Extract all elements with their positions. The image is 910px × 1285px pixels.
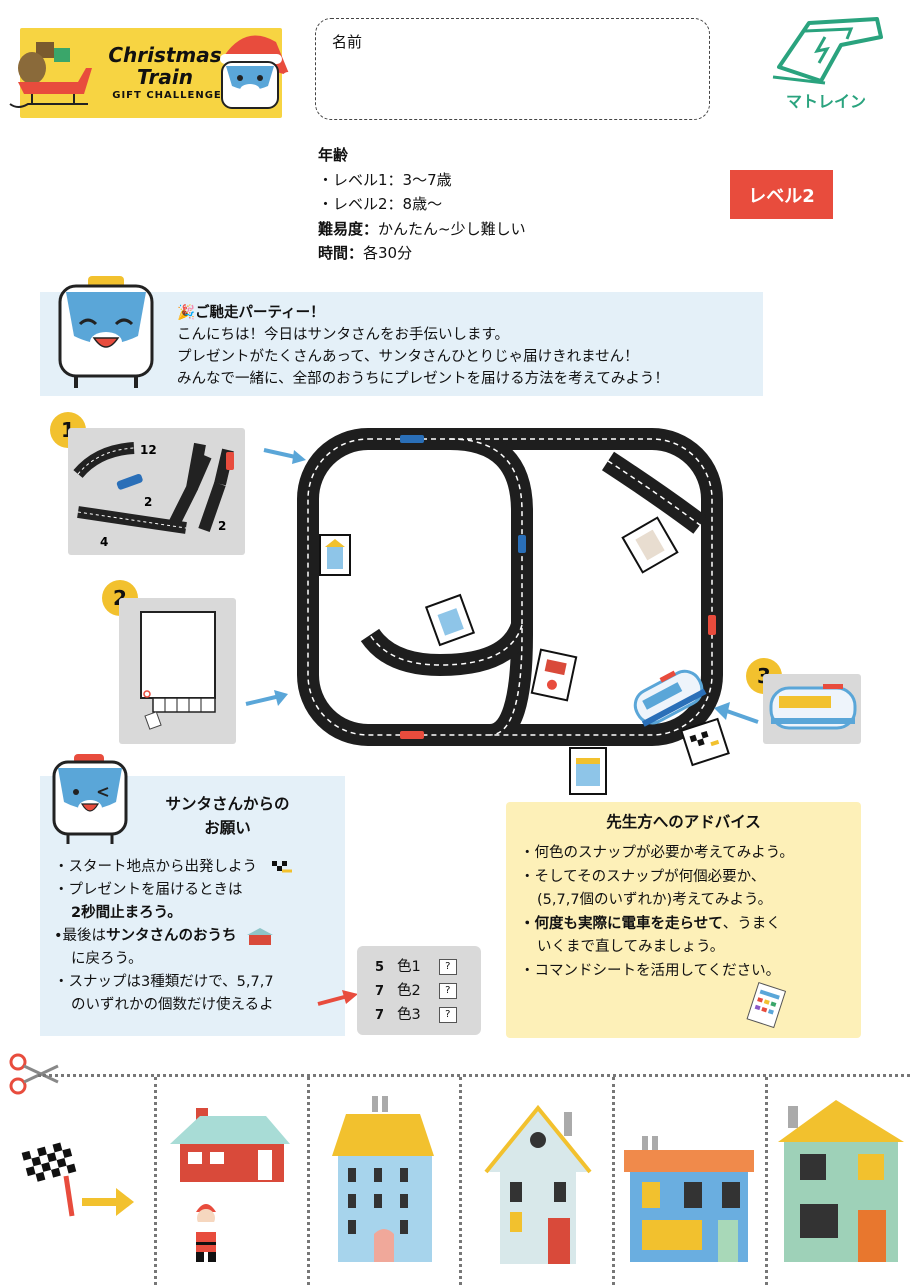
difficulty-value: かんたん~少し難しい — [378, 219, 526, 238]
rule-item-bold: サンタさんのおうち — [106, 928, 237, 944]
track-map — [297, 428, 723, 746]
brand-name: マトレイン — [785, 92, 866, 111]
rule-item: に戻ろう。 — [71, 951, 143, 967]
santa-box-title: サンタさんからの — [165, 795, 290, 813]
teacher-advice-panel: 先生方へのアドバイス ・何色のスナップが必要か考えてみよう。 ・そしてそのスナッ… — [506, 802, 861, 1038]
santa-house-icon — [170, 1108, 290, 1262]
track-parts-panel: 12 2 4 2 — [68, 428, 245, 555]
rule-item: •最後は — [54, 928, 107, 944]
advice-item: ・そしてそのスナップが何個必要か、 — [520, 868, 766, 885]
rule-item: 2秒間止まろう。 — [71, 905, 182, 921]
rule-item: ・スタート地点から出発しよう — [54, 859, 257, 875]
gray-house-icon — [484, 1104, 592, 1264]
intro-panel: 🎉ご馳走パーティー！ こんにちは！今日はサンタさんをお手伝いします。 プレゼント… — [40, 276, 763, 396]
intro-line: こんにちは！今日はサンタさんをお手伝いします。 — [177, 327, 510, 343]
name-label: 名前 — [332, 33, 363, 51]
time-value: 各30分 — [363, 244, 413, 262]
info-block: 年齢 ・レベル1：3〜7歳 ・レベル2：8歳〜 難易度：かんたん~少し難しい 時… — [318, 143, 526, 266]
color-answer-box[interactable]: ? — [438, 959, 457, 975]
arrow-icon — [263, 448, 306, 464]
qty-switch: 2 — [218, 519, 226, 533]
age-label: 年齢 — [318, 146, 349, 164]
intro-title: 🎉ご馳走パーティー！ — [177, 305, 325, 321]
matrain-logo-icon — [772, 17, 883, 85]
cut-line — [307, 1077, 310, 1285]
time-label: 時間： — [318, 244, 364, 262]
house-card — [621, 516, 679, 574]
qty-train: 2 — [144, 495, 152, 509]
color-answer-box[interactable]: ? — [438, 1007, 457, 1023]
train-mascot-icon — [220, 35, 294, 109]
difficulty-label: 難易度： — [318, 219, 379, 238]
arrow-icon — [317, 990, 358, 1006]
command-sheet-icon — [140, 611, 216, 730]
advice-item: (5,7,7個のいずれか)考えてみよう。 — [537, 892, 773, 908]
advice-item: 、うまく — [722, 915, 781, 932]
qty-curve: 12 — [140, 443, 157, 457]
train-mascot-wink-icon — [52, 754, 128, 844]
arrow-icon — [714, 702, 759, 724]
level2-age: ・レベル2：8歳〜 — [318, 195, 443, 213]
rule-item: ・プレゼントを届けるときは — [54, 882, 243, 898]
cut-line — [38, 1074, 910, 1077]
rule-item: のいずれかの個数だけ使えるよ — [71, 997, 274, 1013]
santa-house-card — [530, 648, 578, 702]
advice-item: いくまで直してみましょう。 — [537, 939, 725, 955]
intro-line: プレゼントがたくさんあって、サンタさんひとりじゃ届けきれません！ — [177, 349, 639, 365]
train-mascot-icon — [58, 276, 154, 388]
intro-line: みんなで一緒に、全部のおうちにプレゼントを届ける方法を考えてみよう！ — [177, 371, 669, 387]
house-card — [424, 593, 476, 647]
logo-subtitle: GIFT CHALLENGE — [112, 90, 222, 101]
arrow-icon — [245, 690, 288, 706]
cut-line — [154, 1077, 157, 1285]
advice-item: ・何色のスナップが必要か考えてみよう。 — [520, 845, 794, 861]
track-parts-icon: 12 2 4 2 — [73, 442, 234, 549]
qty-straight: 4 — [100, 535, 108, 549]
rule-item: ・スナップは3種類だけで、5,7,7 — [54, 974, 274, 990]
green-house-icon — [778, 1100, 904, 1262]
santa-request-panel: サンタさんからのお願い ・スタート地点から出発しよう ・プレゼントを届けるときは… — [40, 754, 345, 1036]
train-panel — [763, 674, 861, 744]
cut-line — [765, 1077, 768, 1285]
start-flag-card — [680, 717, 730, 767]
house-card — [569, 747, 607, 795]
house-card — [319, 534, 351, 576]
level-badge: レベル2 — [730, 170, 833, 219]
santa-house-icon — [247, 928, 274, 945]
advice-item: ・コマンドシートを活用してください。 — [520, 962, 781, 979]
command-sheet-panel — [119, 598, 236, 744]
train-icon — [769, 684, 857, 730]
checkered-flag-icon — [271, 861, 292, 873]
sleigh-icon — [9, 42, 92, 108]
santa-box-title: お願い — [204, 819, 251, 837]
orange-roof-house-icon — [624, 1136, 754, 1262]
train-icon — [633, 669, 707, 727]
advice-title: 先生方へのアドバイス — [606, 813, 761, 831]
cut-line — [612, 1077, 615, 1285]
blue-house-icon — [332, 1096, 434, 1262]
name-field[interactable]: 名前 — [315, 18, 710, 120]
color-answer-box[interactable]: ? — [438, 983, 457, 999]
command-sheet-icon — [746, 982, 786, 1029]
scissors-icon — [9, 1053, 59, 1095]
advice-item-bold: ・何度も実際に電車を走らせて — [520, 915, 723, 932]
start-flag-icon — [21, 1140, 134, 1217]
level1-age: ・レベル1：3〜7歳 — [318, 170, 452, 189]
cut-line — [459, 1077, 462, 1285]
